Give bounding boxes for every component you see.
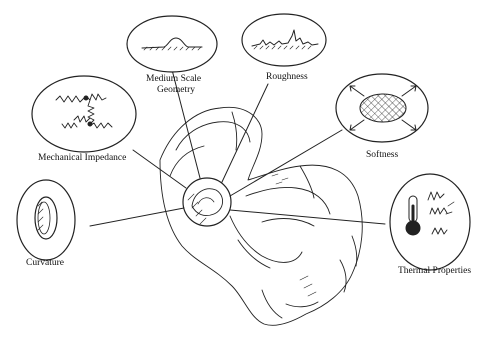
- roughness-label: Roughness: [266, 72, 308, 83]
- curvature-label: Curvature: [26, 258, 64, 269]
- curvature-bubble: [17, 180, 75, 260]
- thermal-properties-bubble: [390, 174, 470, 270]
- medium-scale-label-line2: Geometry: [157, 85, 195, 96]
- softness-label: Softness: [366, 150, 398, 161]
- softness-bubble: [336, 74, 428, 142]
- connector-softness: [230, 130, 342, 196]
- mechanical-impedance-bubble: [32, 76, 136, 152]
- fingertip-contact-circle: [183, 178, 231, 226]
- connector-roughness: [222, 84, 268, 182]
- medium-scale-geometry-bubble: [127, 16, 217, 72]
- connector-mechanical-impedance: [133, 150, 186, 188]
- mechanical-impedance-label: Mechanical Impedance: [38, 153, 126, 164]
- medium-scale-label-line1: Medium Scale: [146, 74, 201, 85]
- connector-lines: [90, 62, 385, 226]
- thermal-properties-label: Thermal Properties: [398, 266, 471, 277]
- roughness-bubble: [242, 14, 326, 66]
